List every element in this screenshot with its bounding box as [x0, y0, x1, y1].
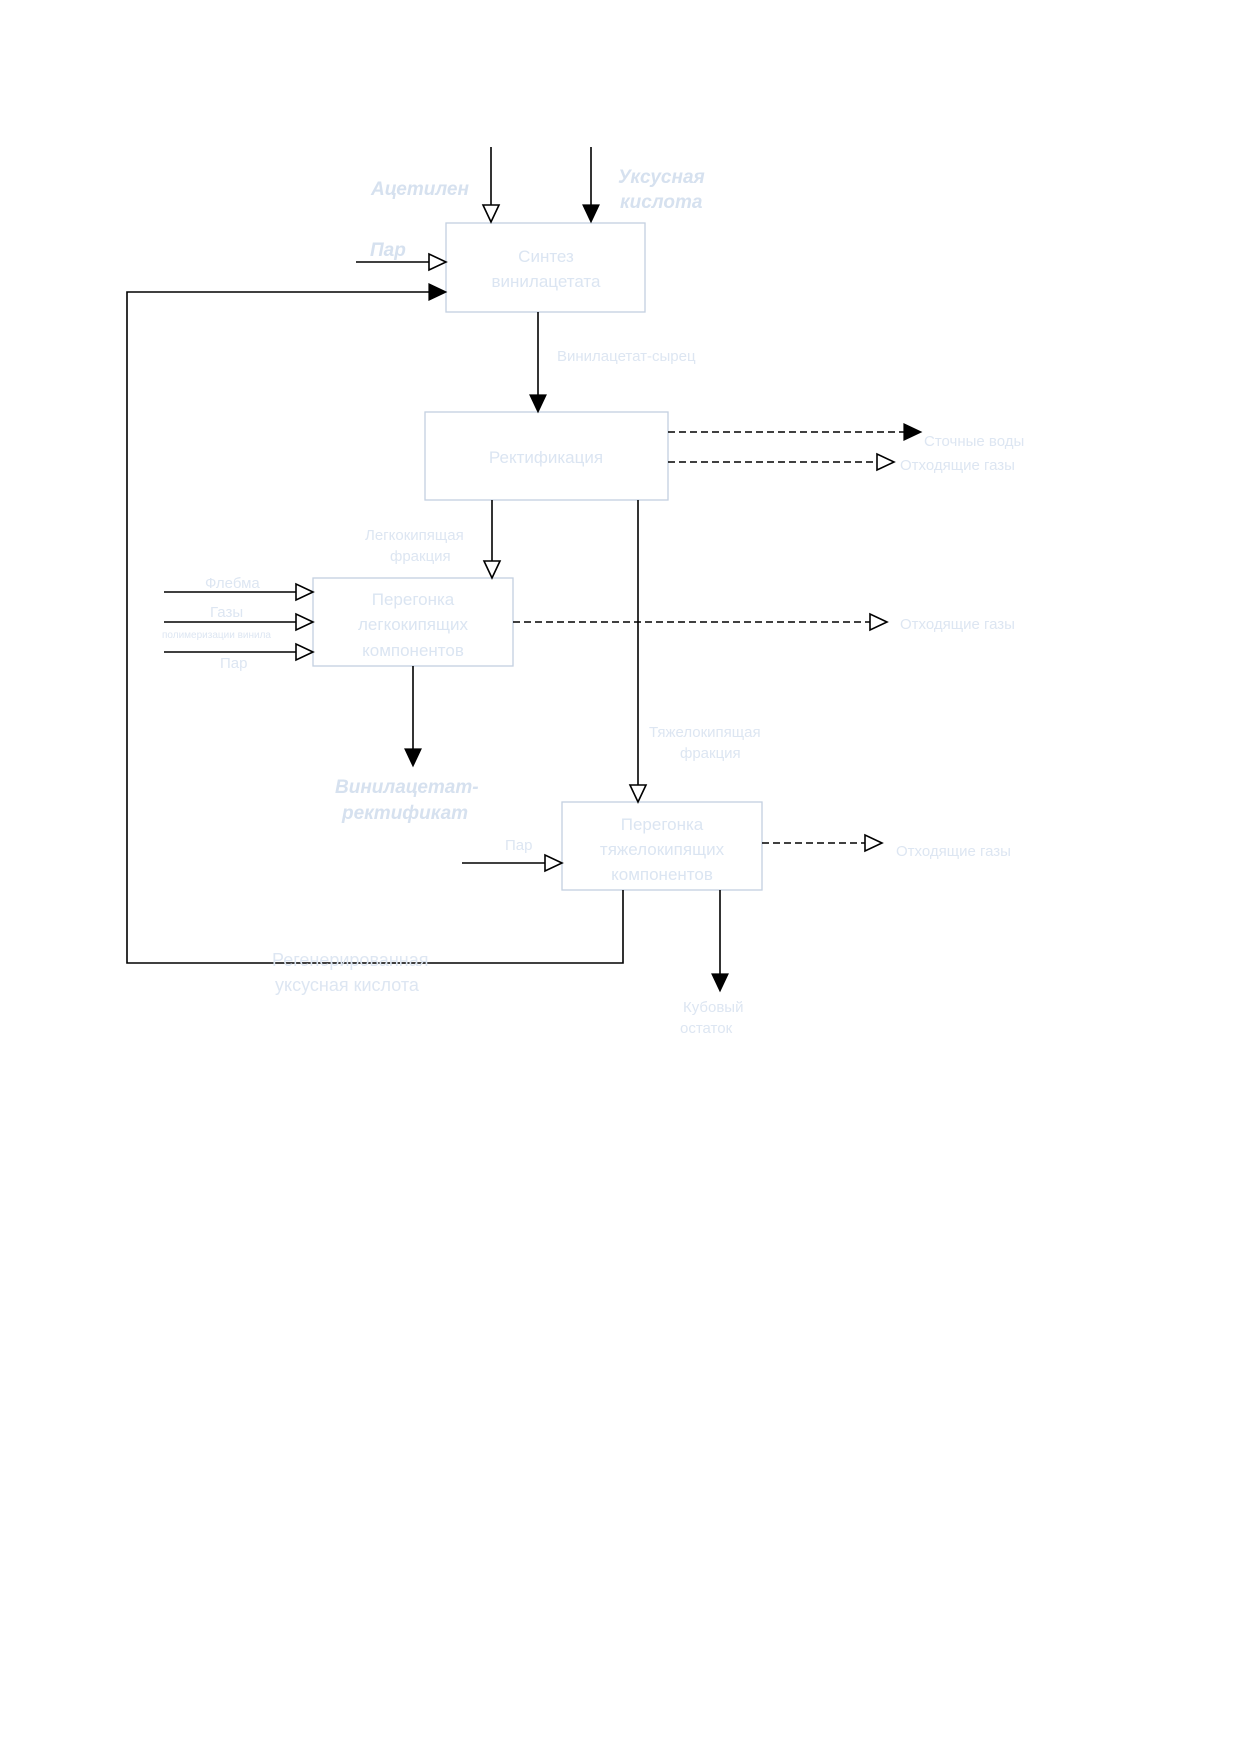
arrow-input-2-light: [164, 612, 315, 632]
box-light-line-1: Перегонка: [372, 590, 455, 609]
label-recycled-acid-2: уксусная кислота: [275, 975, 420, 995]
box-rectification: Ректификация: [424, 411, 669, 501]
arrow-offgas-heavy: [762, 833, 884, 853]
box-heavy-distillation: Перегонка тяжелокипящих компонентов: [561, 801, 763, 891]
label-input-2-2: полимеризации винила: [162, 630, 271, 641]
label-offgas-rectification: Отходящие газы: [900, 457, 1015, 474]
box-light-distillation: Перегонка легкокипящих компонентов: [312, 577, 514, 667]
box-light-line-2: легкокипящих: [358, 615, 468, 634]
label-acetic-acid-1: Уксусная: [618, 167, 705, 188]
label-heavy-fraction-1: Тяжелокипящая: [649, 724, 761, 741]
label-heavy-fraction-2: фракция: [680, 745, 741, 762]
arrow-recycle-loop: [126, 283, 624, 964]
label-input-1: Флебма: [205, 575, 260, 592]
box-heavy-line-2: тяжелокипящих: [600, 840, 725, 859]
label-bottoms-2: остаток: [680, 1020, 733, 1037]
label-light-fraction-1: Легкокипящая: [365, 527, 464, 544]
box-light-line-3: компонентов: [362, 641, 464, 660]
box-synthesis: Синтез винилацетата: [445, 222, 646, 313]
arrow-input-1-light: [164, 582, 315, 602]
label-input-2-1: Газы: [210, 604, 243, 621]
arrow-va-rectified: [404, 666, 422, 768]
box-synthesis-line-2: винилацетата: [492, 272, 601, 291]
arrow-bottoms: [711, 890, 729, 993]
arrow-offgas-rectification: [668, 452, 896, 472]
arrow-waste-water: [668, 423, 923, 441]
arrow-light-fraction: [482, 500, 502, 580]
arrow-acetylene: [481, 147, 501, 224]
box-rectification-line-1: Ректификация: [489, 448, 603, 467]
box-heavy-line-1: Перегонка: [621, 815, 704, 834]
arrow-offgas-light: [513, 612, 889, 632]
label-steam-synthesis: Пар: [370, 240, 406, 261]
label-waste-water: Сточные воды: [924, 433, 1024, 450]
arrow-acetic-acid: [582, 147, 600, 224]
label-light-fraction-2: фракция: [390, 548, 451, 565]
label-acetylene: Ацетилен: [370, 179, 469, 200]
arrow-raw-va: [529, 312, 547, 414]
label-steam-heavy: Пар: [505, 837, 532, 854]
label-offgas-heavy: Отходящие газы: [896, 843, 1011, 860]
arrow-steam-heavy: [462, 853, 564, 873]
arrow-steam-synthesis: [356, 252, 448, 272]
box-synthesis-line-1: Синтез: [518, 247, 574, 266]
label-steam-light: Пар: [220, 655, 247, 672]
label-acetic-acid-2: кислота: [620, 192, 703, 213]
label-va-rectified-1: Винилацетат-: [335, 777, 479, 798]
label-bottoms-1: Кубовый: [683, 999, 743, 1016]
arrow-heavy-fraction: [628, 500, 648, 804]
arrow-steam-light: [164, 642, 315, 662]
label-offgas-light: Отходящие газы: [900, 616, 1015, 633]
label-va-rectified-2: ректификат: [341, 803, 468, 824]
box-heavy-line-3: компонентов: [611, 865, 713, 884]
label-recycled-acid-1: Регенерированная: [272, 950, 428, 970]
label-raw-va: Винилацетат-сырец: [557, 348, 696, 365]
